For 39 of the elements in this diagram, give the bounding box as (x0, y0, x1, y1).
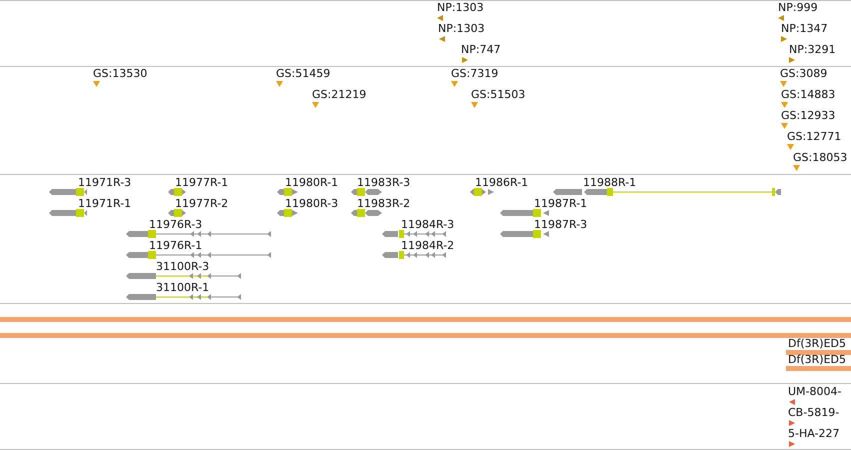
feature-label: 11971R-1 (78, 197, 132, 210)
feature-label: GS:13530 (93, 67, 148, 80)
feature-label: GS:21219 (312, 88, 366, 101)
feature-label: GS:3089 (780, 67, 828, 80)
feature-label: GS:51459 (276, 67, 330, 80)
feature-label: GS:14883 (781, 88, 836, 101)
feature-label: Df(3R)ED5 (788, 353, 846, 366)
feature-label: 11977R-2 (175, 197, 228, 210)
feature-label: GS:51503 (471, 88, 526, 101)
feature-label: Df(3R)ED5 (788, 337, 846, 350)
feature-label: 11976R-3 (149, 218, 202, 231)
feature-label: 11984R-3 (401, 218, 454, 231)
feature-label: NP:1303 (438, 22, 485, 35)
feature-label: 11980R-1 (285, 176, 338, 189)
feature-label: GS:12771 (787, 130, 842, 143)
feature-label: 11984R-2 (401, 239, 454, 252)
feature-label: 5-HA-227 (788, 427, 840, 440)
feature-label: 11976R-1 (149, 239, 202, 252)
feature-label: GS:18053 (793, 151, 848, 164)
feature-label: 11987R-1 (534, 197, 588, 210)
feature-label: 31100R-1 (156, 281, 210, 294)
feature-label: 11971R-3 (78, 176, 132, 189)
feature-label: NP:1303 (437, 1, 484, 14)
feature-label: 11980R-3 (285, 197, 338, 210)
feature-label: 11983R-3 (357, 176, 410, 189)
feature-label: 11987R-3 (534, 218, 588, 231)
feature-label: 31100R-3 (156, 260, 210, 273)
feature-label: NP:999 (778, 1, 818, 14)
feature-label: UM-8004- (788, 385, 842, 398)
feature-label: GS:12933 (781, 109, 836, 122)
feature-label: 11988R-1 (583, 176, 636, 189)
feature-label: 11986R-1 (475, 176, 528, 189)
feature-label: NP:1347 (781, 22, 828, 35)
feature-label: 11977R-1 (175, 176, 228, 189)
feature-label: NP:747 (461, 43, 501, 56)
feature-label: GS:7319 (451, 67, 498, 80)
feature-label: 11983R-2 (357, 197, 410, 210)
feature-label: CB-5819- (788, 406, 840, 419)
feature-label: NP:3291 (789, 43, 836, 56)
